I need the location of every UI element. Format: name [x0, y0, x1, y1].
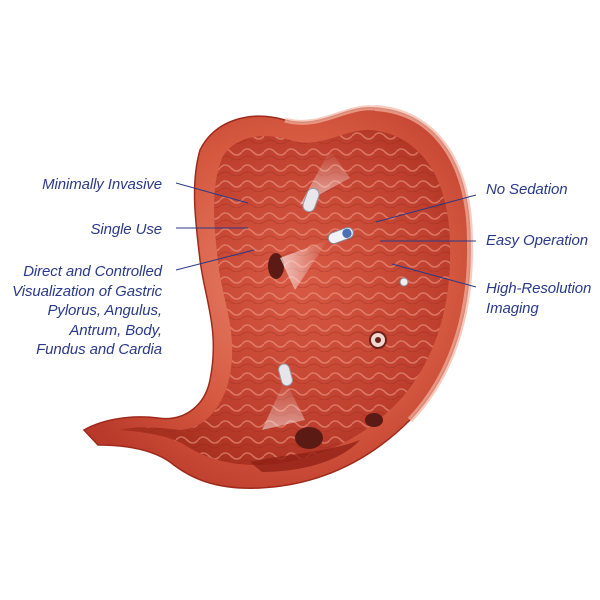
capsule-4: [399, 277, 409, 287]
stomach-floor: [250, 440, 360, 472]
label-minimally-invasive: Minimally Invasive: [42, 176, 162, 193]
lesion-1: [268, 253, 284, 279]
stomach-wall-band: [374, 105, 474, 423]
label-visualization: Direct and Controlled Visualization of G…: [12, 263, 162, 358]
capsule-1: [302, 187, 320, 213]
leader-line-visualization: [175, 249, 255, 271]
stomach-wall-band-2: [284, 105, 376, 125]
lesion-3: [365, 413, 383, 427]
leader-line-no-sedation: [375, 194, 477, 223]
label-single-use: Single Use: [90, 221, 162, 238]
leader-lines: [175, 182, 477, 288]
capsule-3: [278, 363, 293, 387]
capsule-beam-3: [262, 380, 305, 430]
stomach-rugae-texture: [120, 129, 451, 466]
leader-line-high-resolution: [391, 263, 477, 288]
label-no-sedation: No Sedation: [486, 181, 568, 198]
label-high-resolution: High-Resolution Imaging: [486, 280, 592, 317]
ulcer-center: [375, 337, 381, 343]
lesion-2: [295, 427, 323, 449]
label-easy-operation: Easy Operation: [486, 232, 588, 249]
capsule-beam-2: [280, 240, 328, 290]
leader-line-minimally-invasive: [175, 182, 249, 204]
capsule-2-cap: [342, 228, 352, 238]
